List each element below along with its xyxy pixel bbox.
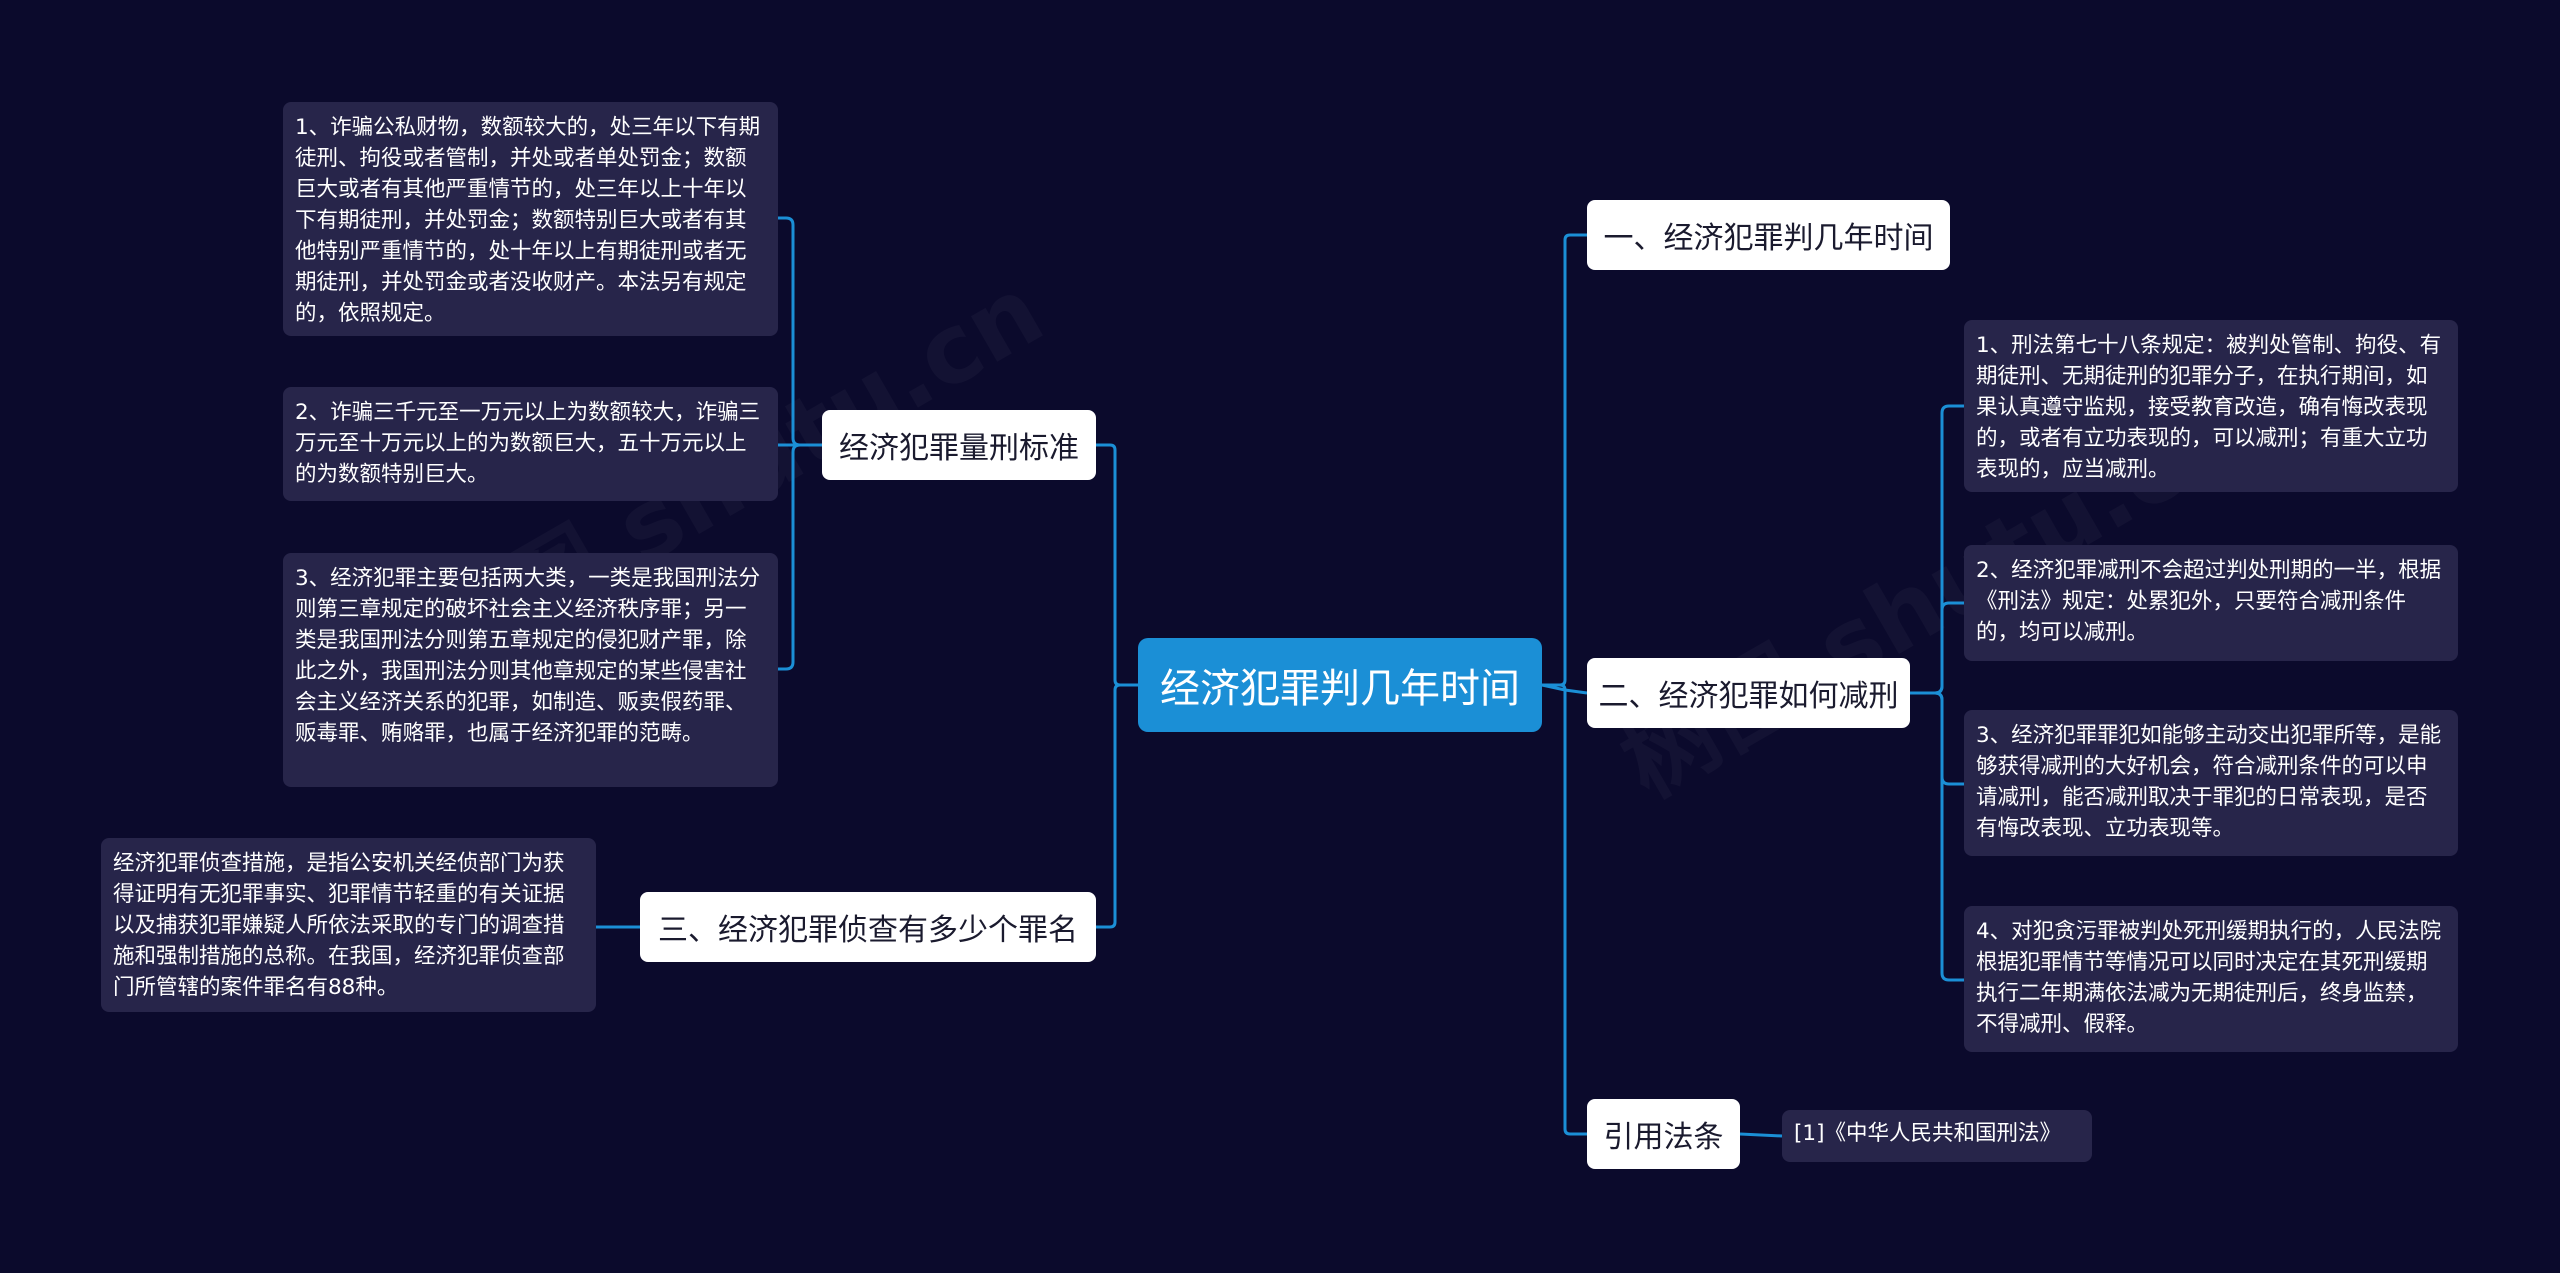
leaf-reduction-2: 2、经济犯罪减刑不会超过判处刑期的一半，根据《刑法》规定：处累犯外，只要符合减刑… (1964, 545, 2458, 661)
connector-b2-leaf3 (1910, 691, 1964, 786)
connector-root-b3 (1542, 683, 1587, 1136)
connector-root-b4 (1096, 443, 1138, 687)
branch-investigation-charges[interactable]: 三、经济犯罪侦查有多少个罪名 (640, 892, 1096, 962)
branch-sentencing-standards[interactable]: 经济犯罪量刑标准 (822, 410, 1096, 480)
leaf-reduction-4: 4、对犯贪污罪被判处死刑缓期执行的，人民法院根据犯罪情节等情况可以同时决定在其死… (1964, 906, 2458, 1052)
connector-b4-leaf1 (778, 216, 822, 447)
connector-root-b1 (1542, 233, 1587, 687)
leaf-standards-2: 2、诈骗三千元至一万元以上为数额较大，诈骗三万元至十万元以上的为数额巨大，五十万… (283, 387, 778, 501)
leaf-standards-1: 1、诈骗公私财物，数额较大的，处三年以下有期徒刑、拘役或者管制，并处或者单处罚金… (283, 102, 778, 336)
leaf-reduction-3: 3、经济犯罪罪犯如能够主动交出犯罪所等，是能够获得减刑的大好机会，符合减刑条件的… (1964, 710, 2458, 856)
branch-sentence-reduction[interactable]: 二、经济犯罪如何减刑 (1587, 658, 1910, 728)
central-topic[interactable]: 经济犯罪判几年时间 (1138, 638, 1542, 732)
leaf-reduction-1: 1、刑法第七十八条规定：被判处管制、拘役、有期徒刑、无期徒刑的犯罪分子，在执行期… (1964, 320, 2458, 492)
branch-cited-law[interactable]: 引用法条 (1587, 1099, 1740, 1169)
connector-b4-leaf3 (778, 443, 822, 671)
connector-b3-leaf1 (1739, 1132, 1783, 1138)
leaf-law-reference: [1]《中华人民共和国刑法》 (1782, 1110, 2092, 1162)
connector-b2-leaf2 (1910, 601, 1964, 695)
connector-b2-leaf4 (1910, 691, 1964, 982)
leaf-investigation-1: 经济犯罪侦查措施，是指公安机关经侦部门为获得证明有无犯罪事实、犯罪情节轻重的有关… (101, 838, 596, 1012)
connector-root-b5 (1096, 683, 1138, 929)
leaf-standards-3: 3、经济犯罪主要包括两大类，一类是我国刑法分则第三章规定的破坏社会主义经济秩序罪… (283, 553, 778, 787)
branch-sentencing-time[interactable]: 一、经济犯罪判几年时间 (1587, 200, 1950, 270)
connector-b2-leaf1 (1910, 404, 1964, 695)
